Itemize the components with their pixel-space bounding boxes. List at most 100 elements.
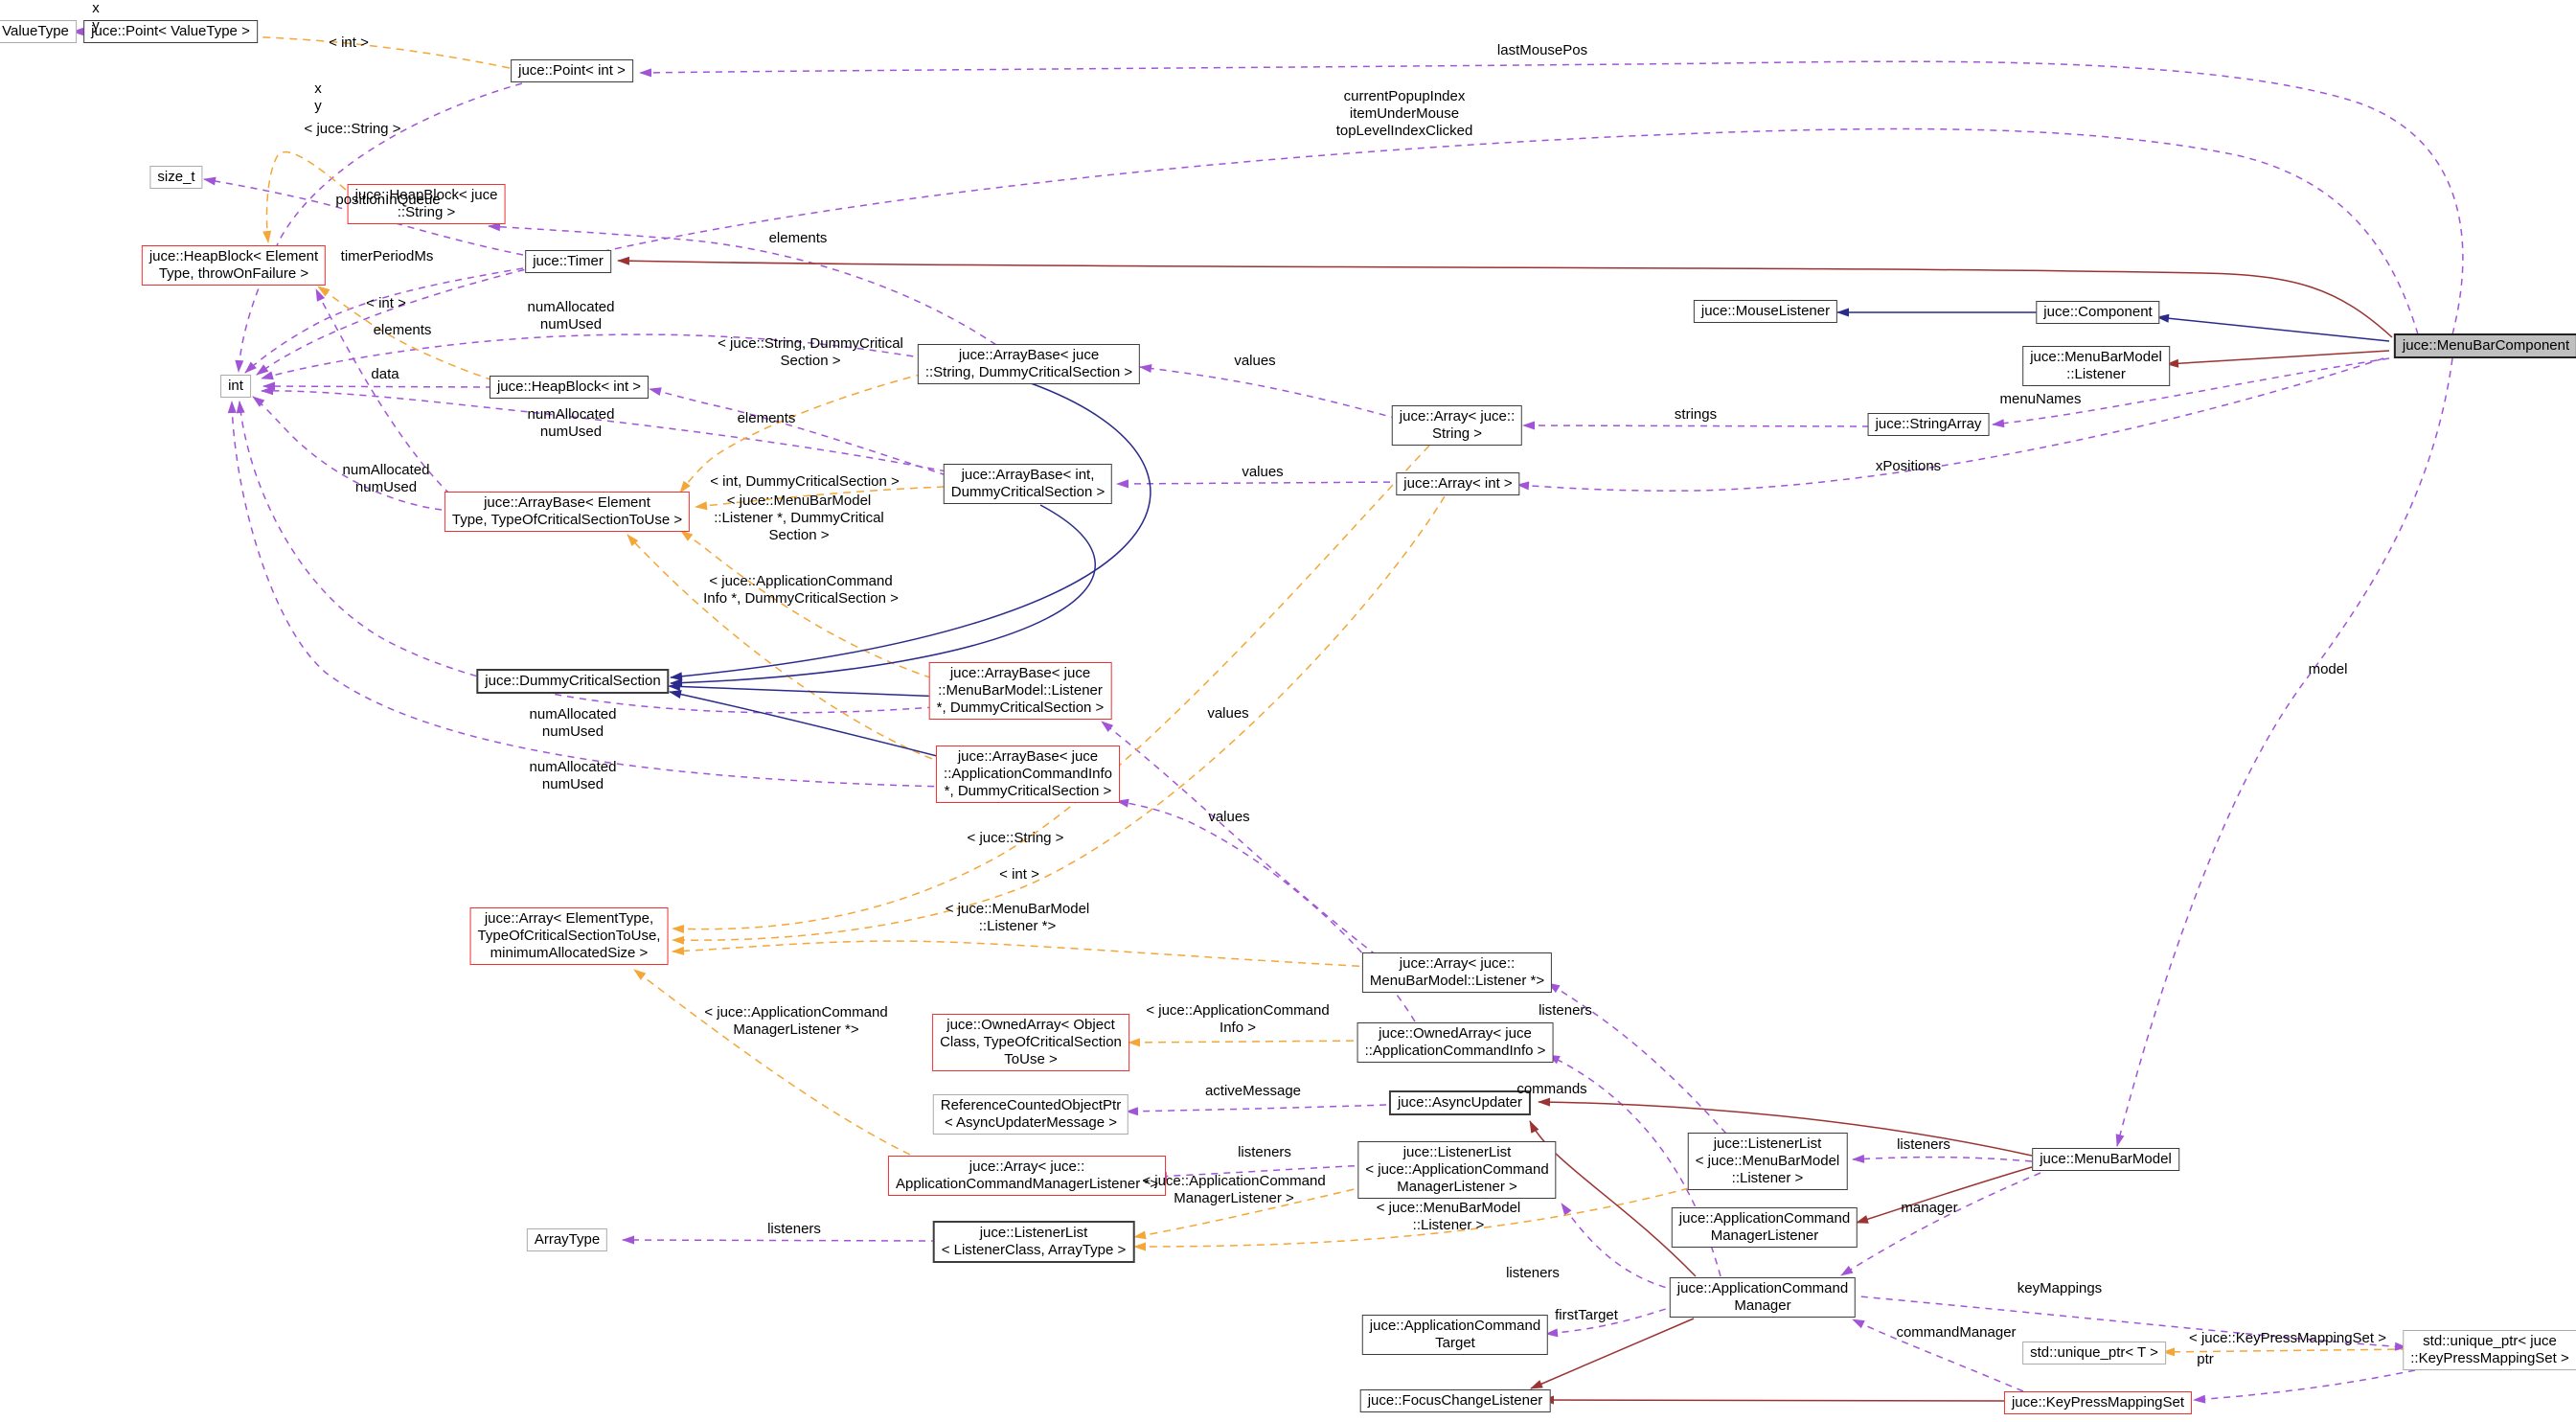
edge-label-t5: < int, DummyCriticalSection > <box>710 473 900 491</box>
edge-u25-usage-arrow <box>1840 1172 2041 1276</box>
class-node-arraybase-aci[interactable]: juce::ArrayBase< juce::ApplicationComman… <box>936 745 1120 803</box>
class-node-label: juce::ArrayBase< juce <box>949 665 1091 681</box>
class-node-label: TypeOfCriticalSectionToUse, <box>477 928 661 944</box>
edge-n3-public-arrow <box>670 382 1151 681</box>
edge-t9-template-arrow <box>672 495 1446 945</box>
edge-label-line: positionInQueue <box>335 192 441 208</box>
class-node-listenerlist-generic[interactable]: juce::ListenerList< ListenerClass, Array… <box>932 1221 1135 1263</box>
edge-label-line: elements <box>768 230 828 246</box>
class-node-label: juce::Point< ValueType > <box>91 23 250 39</box>
class-node-label: juce::OwnedArray< juce <box>1379 1025 1532 1042</box>
class-node-point-int[interactable]: juce::Point< int > <box>511 59 633 82</box>
edge-u12-usage-arrow <box>252 396 443 511</box>
edge-u29-usage-arrow <box>1154 1164 1368 1181</box>
edge-label-u35: commandManager <box>1896 1324 2016 1342</box>
edge-r2-private-arrow <box>2166 350 2390 368</box>
class-node-label: size_t <box>157 169 195 185</box>
edge-label-line: menuNames <box>1999 391 2082 407</box>
class-node-arraybase-int[interactable]: juce::ArrayBase< int,DummyCriticalSectio… <box>943 464 1113 504</box>
class-node-array-mbml[interactable]: juce::Array< juce::MenuBarModel::Listene… <box>1361 952 1553 993</box>
class-node-component[interactable]: juce::Component <box>2036 301 2160 324</box>
class-node-size-t[interactable]: size_t <box>149 166 203 189</box>
class-node-menubarmodel[interactable]: juce::MenuBarModel <box>2032 1148 2179 1171</box>
class-node-label: ManagerListener > <box>1397 1179 1517 1195</box>
edge-label-t6: < juce::MenuBarModel::Listener *, DummyC… <box>714 493 884 544</box>
class-node-arraybase-mbml[interactable]: juce::ArrayBase< juce::MenuBarModel::Lis… <box>928 662 1112 720</box>
class-node-stringarray[interactable]: juce::StringArray <box>1867 413 1990 436</box>
class-node-array-int[interactable]: juce::Array< int > <box>1396 472 1520 495</box>
edge-u32-usage-arrow <box>1545 1304 1678 1338</box>
class-node-dummycriticalsection[interactable]: juce::DummyCriticalSection <box>476 669 670 694</box>
edge-label-u31: listeners <box>1506 1265 1560 1282</box>
class-node-label: < juce::ApplicationCommand <box>1365 1161 1549 1178</box>
class-node-label: juce::ApplicationCommand <box>1676 1280 1849 1296</box>
edge-label-line: x <box>314 80 322 97</box>
class-node-menubarcomponent[interactable]: juce::MenuBarComponent <box>2393 333 2576 358</box>
edge-label-line: elements <box>737 410 796 426</box>
class-node-arraytype[interactable]: ArrayType <box>526 1228 608 1251</box>
edge-label-t10: < juce::MenuBarModel::Listener *> <box>946 901 1090 935</box>
edge-label-t9: < int > <box>999 866 1039 883</box>
edge-label-u7: elements <box>769 230 828 247</box>
class-node-label: ManagerListener <box>1710 1227 1819 1244</box>
class-node-label: juce::ListenerList <box>1402 1144 1512 1160</box>
edge-u11-usage-arrow <box>261 386 947 472</box>
edge-u20-usage-arrow <box>1516 357 2384 492</box>
class-node-listenerlist-mbml[interactable]: juce::ListenerList< juce::MenuBarModel::… <box>1687 1133 1848 1190</box>
class-node-timer[interactable]: juce::Timer <box>525 250 611 273</box>
class-node-label: juce::ArrayBase< int, <box>961 467 1095 483</box>
class-node-label: ::Listener > <box>1731 1170 1804 1186</box>
class-node-valuetype[interactable]: ValueType <box>0 20 77 43</box>
edge-label-line: listeners <box>1539 1002 1592 1019</box>
class-node-mouselistener[interactable]: juce::MouseListener <box>1693 300 1838 323</box>
class-node-ownedarray-aci[interactable]: juce::OwnedArray< juce::ApplicationComma… <box>1356 1022 1554 1063</box>
class-node-unique-ptr-t[interactable]: std::unique_ptr< T > <box>2022 1342 2166 1365</box>
class-node-unique-ptr-kpms[interactable]: std::unique_ptr< juce::KeyPressMappingSe… <box>2403 1330 2576 1370</box>
edge-label-line: Info *, DummyCriticalSection > <box>703 590 899 607</box>
edge-label-u25: manager <box>1901 1200 1957 1217</box>
class-node-int[interactable]: int <box>220 375 251 398</box>
class-node-arraybase-string[interactable]: juce::ArrayBase< juce::String, DummyCrit… <box>917 344 1141 384</box>
edge-label-u20: xPositions <box>1876 458 1941 475</box>
class-node-menubarmodel-listener[interactable]: juce::MenuBarModel::Listener <box>2022 346 2170 386</box>
class-node-label: < AsyncUpdaterMessage > <box>944 1114 1118 1131</box>
class-node-focuschangelistener[interactable]: juce::FocusChangeListener <box>1359 1389 1551 1412</box>
class-node-label: juce::ArrayBase< juce <box>958 347 1100 363</box>
class-node-refcountedobjectptr[interactable]: ReferenceCountedObjectPtr< AsyncUpdaterM… <box>932 1094 1129 1135</box>
edge-t13-template-arrow <box>1133 1185 1368 1240</box>
class-node-label: DummyCriticalSection > <box>950 484 1106 500</box>
class-node-heapblock-string[interactable]: juce::HeapBlock< juce::String > <box>347 184 506 224</box>
edge-label-t3: < int > <box>366 295 406 312</box>
edge-label-line: elements <box>373 322 432 338</box>
class-node-keypressmappingset[interactable]: juce::KeyPressMappingSet <box>2003 1391 2193 1414</box>
class-node-array-string[interactable]: juce::Array< juce::String > <box>1391 405 1523 446</box>
edge-label-u24: listeners <box>1897 1136 1950 1154</box>
class-node-asyncupdater[interactable]: juce::AsyncUpdater <box>1388 1090 1532 1115</box>
class-node-label: String > <box>1431 425 1483 442</box>
class-node-point-valuetype[interactable]: juce::Point< ValueType > <box>83 20 258 43</box>
edge-t7-template-arrow <box>627 534 946 765</box>
edge-label-line: manager <box>1901 1200 1958 1216</box>
class-node-array-acml[interactable]: juce::Array< juce::ApplicationCommandMan… <box>888 1156 1166 1196</box>
class-node-listenerlist-acml[interactable]: juce::ListenerList< juce::ApplicationCom… <box>1357 1141 1557 1199</box>
edge-label-line: commands <box>1516 1081 1587 1097</box>
edge-label-line: values <box>1208 809 1250 825</box>
class-node-label: juce::OwnedArray< Object <box>946 1017 1115 1033</box>
edge-u24-usage-arrow <box>1852 1154 2033 1163</box>
edge-r6-private-arrow <box>1530 1318 1695 1389</box>
edge-t10-template-arrow <box>672 940 1374 968</box>
class-node-heapblock-int[interactable]: juce::HeapBlock< int > <box>489 376 650 399</box>
edge-t14-template-arrow <box>1133 1187 1690 1251</box>
class-node-array-elementtype[interactable]: juce::Array< ElementType,TypeOfCriticalS… <box>469 907 669 965</box>
